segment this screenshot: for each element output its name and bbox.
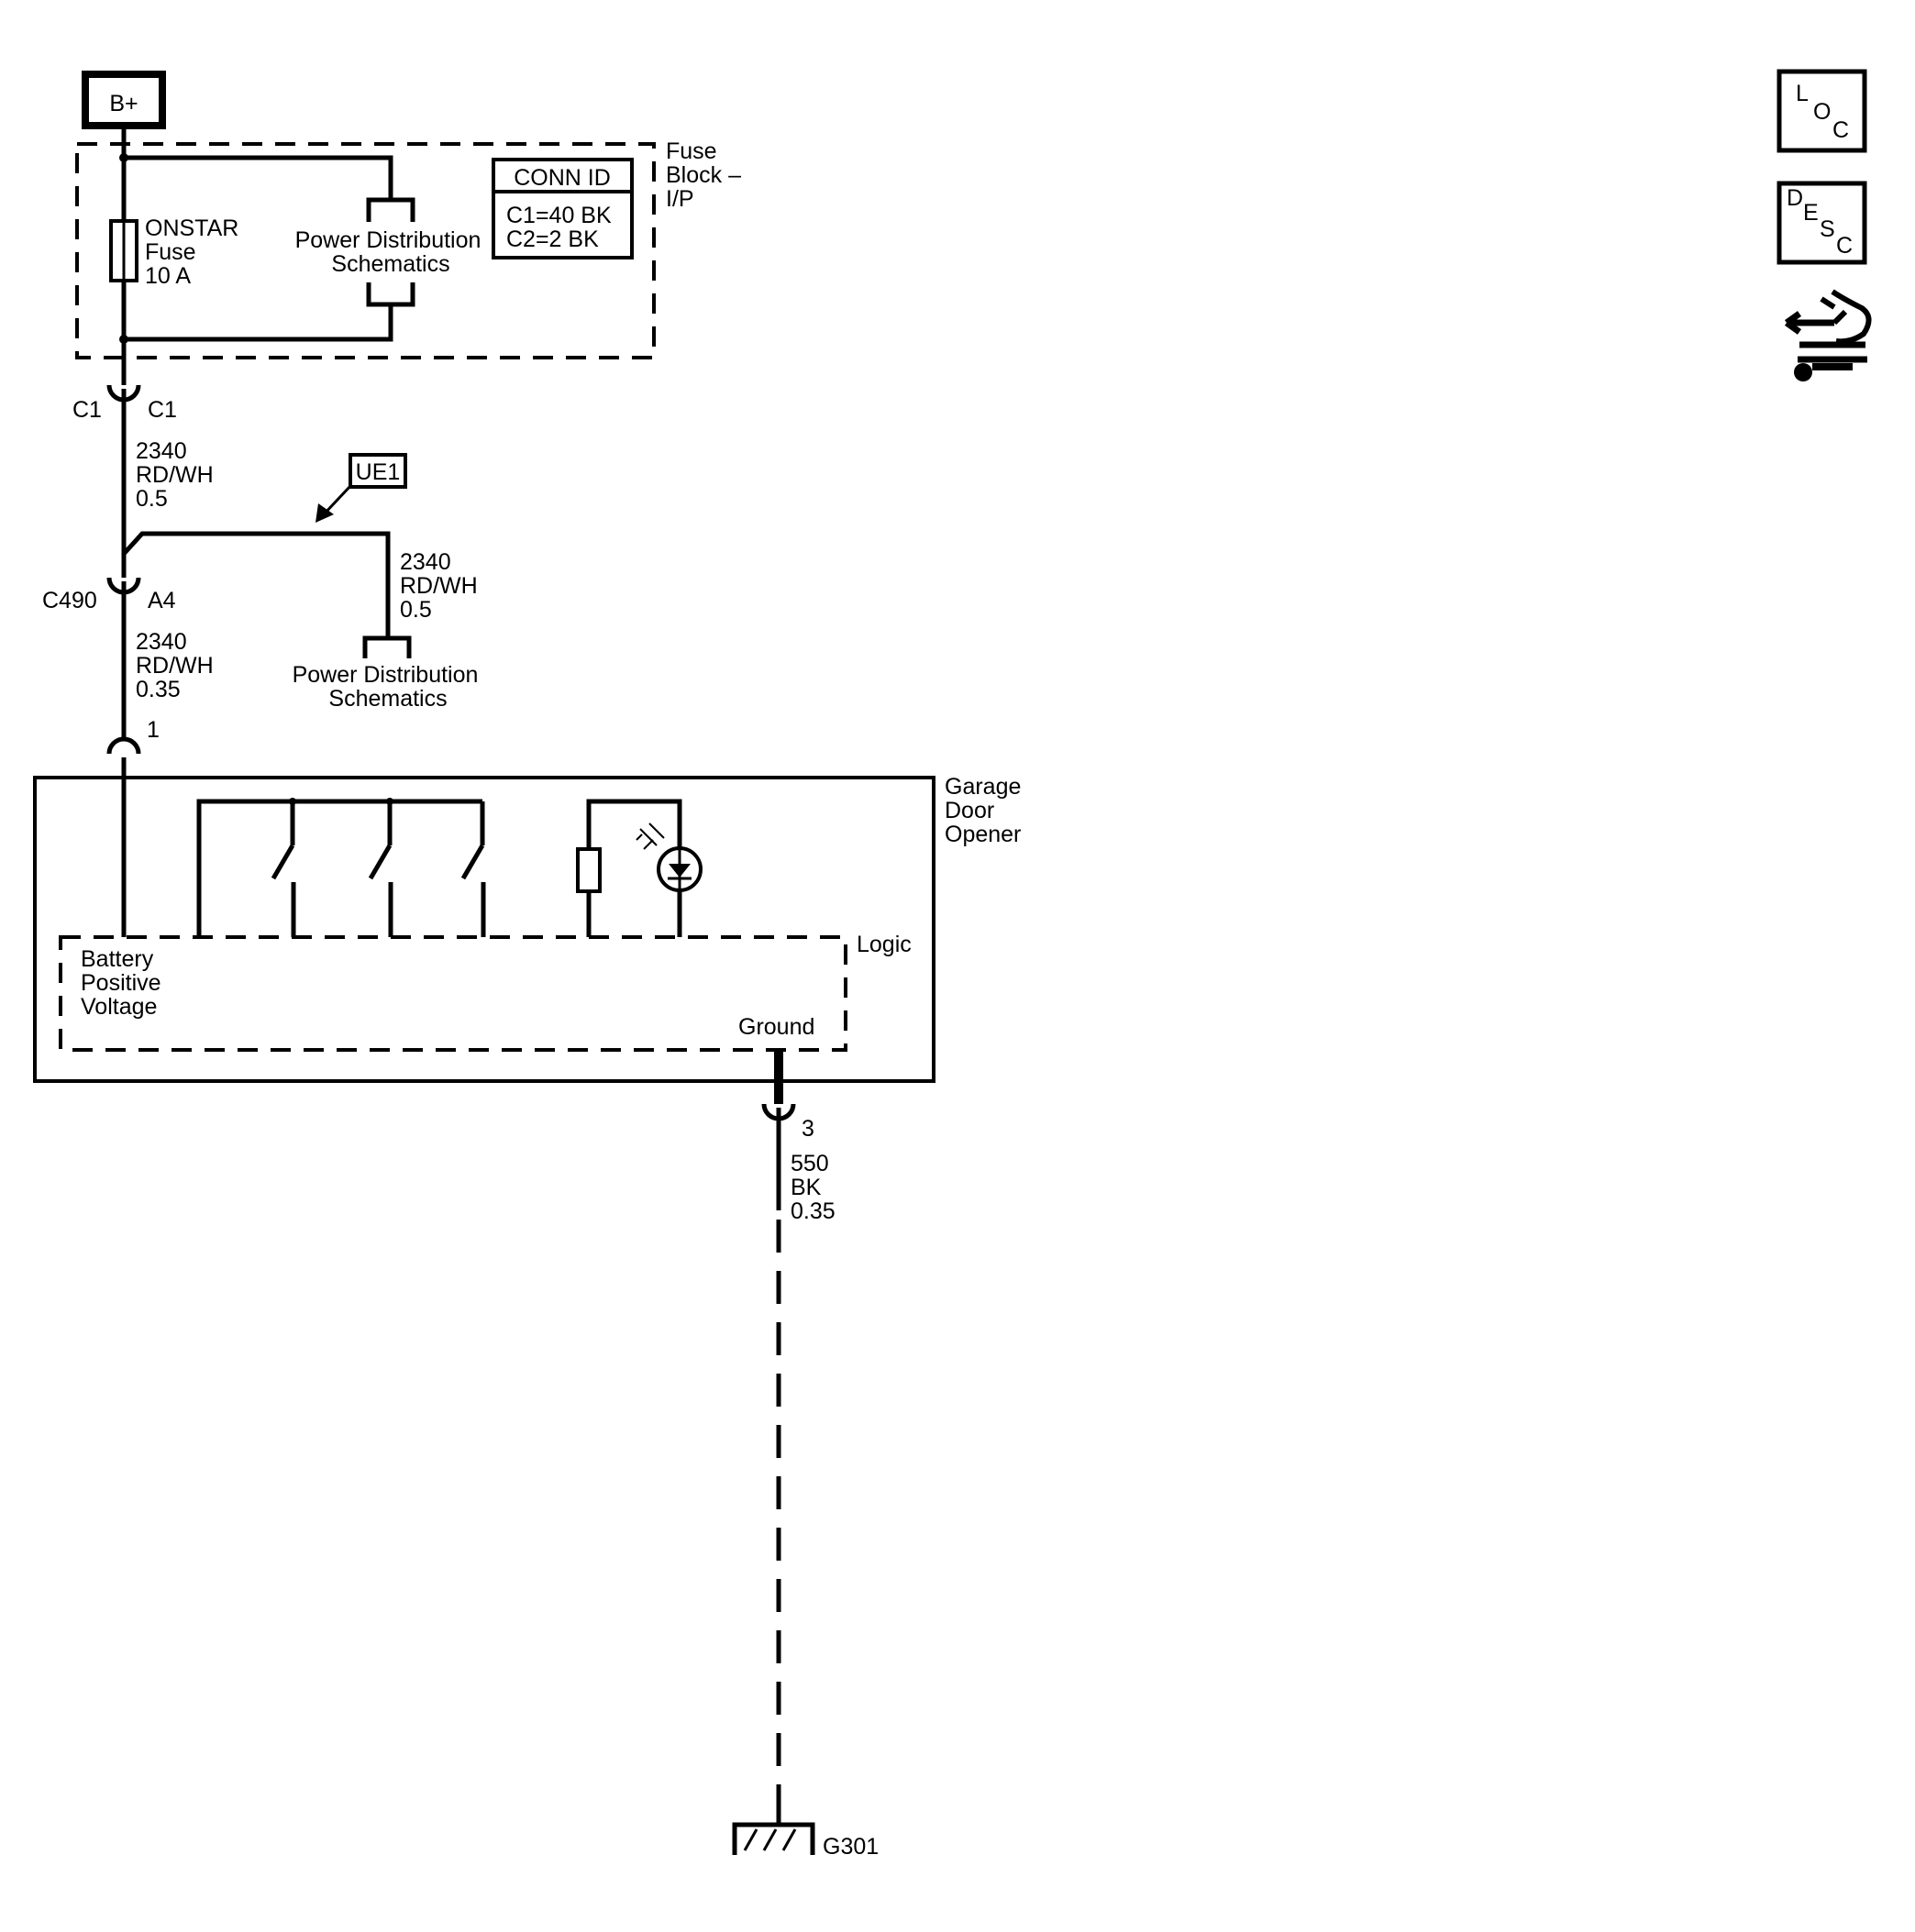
led-light-rays-icon: [636, 822, 665, 850]
conn-id-table: [492, 158, 634, 259]
fuse-block-name-2: Block –: [666, 162, 741, 188]
option-tag-label: UE1: [356, 459, 401, 485]
wire-1-color: RD/WH: [136, 462, 214, 488]
wire-2-gauge: 0.5: [400, 597, 432, 623]
desc-letter-s: S: [1820, 216, 1835, 242]
gdo-name-1: Garage: [945, 774, 1021, 800]
gdo-name-3: Opener: [945, 822, 1021, 847]
logic-block: [59, 935, 847, 1052]
loc-letter-o: O: [1813, 99, 1831, 125]
hand-wrench-icon[interactable]: [1784, 289, 1872, 381]
connector-c490-right: A4: [148, 588, 176, 613]
wire-1-gauge: 0.5: [136, 486, 168, 512]
connector-pin1-label: 1: [147, 717, 160, 743]
wire-1-circuit: 2340: [136, 438, 187, 464]
power-distribution-reference-box: [366, 197, 415, 307]
connector-pin3-label: 3: [802, 1116, 814, 1142]
onstar-fuse: [109, 219, 138, 282]
garage-door-opener-module: [33, 776, 935, 1083]
connector-c1-right: C1: [148, 397, 177, 423]
wire-4-gauge: 0.35: [791, 1198, 836, 1224]
conn-id-title: CONN ID: [514, 165, 611, 191]
wire-2-circuit: 2340: [400, 549, 451, 575]
battery-voltage-2: Positive: [81, 970, 161, 996]
fuse-label-1: ONSTAR: [145, 215, 238, 241]
ground-label: Ground: [738, 1014, 814, 1040]
battery-source: B+: [82, 71, 166, 129]
wire-4-color: BK: [791, 1175, 822, 1200]
conn-id-c2: C2=2 BK: [506, 226, 599, 252]
power-distribution-branch-2: Schematics: [328, 686, 447, 712]
option-tag-ue1: [315, 453, 407, 523]
desc-letter-d: D: [1787, 185, 1803, 211]
conn-id-c1: C1=40 BK: [506, 203, 612, 228]
connector-c1-left: C1: [72, 397, 102, 423]
gdo-name-2: Door: [945, 798, 994, 823]
power-distribution-branch-symbol: [362, 635, 412, 658]
fuse-label-3: 10 A: [145, 263, 191, 289]
wire-4-circuit: 550: [791, 1151, 829, 1176]
loc-letter-l: L: [1796, 81, 1809, 106]
fuse-label-2: Fuse: [145, 239, 196, 265]
power-distribution-ref-1: Power Distribution: [295, 227, 482, 253]
wire-2-color: RD/WH: [400, 573, 478, 599]
connector-pin1-symbol: [106, 736, 141, 755]
battery-voltage-1: Battery: [81, 946, 154, 972]
desc-letter-e: E: [1803, 200, 1819, 226]
desc-button[interactable]: D E S C: [1777, 181, 1867, 265]
power-distribution-ref-2: Schematics: [331, 251, 449, 277]
power-distribution-branch-1: Power Distribution: [293, 662, 479, 688]
ground-g301-label: G301: [823, 1834, 879, 1860]
logic-label: Logic: [857, 932, 912, 957]
button-switch-bank: [196, 798, 486, 937]
wire-3-gauge: 0.35: [136, 677, 181, 702]
wire-3-circuit: 2340: [136, 629, 187, 655]
fuse-block-name-3: I/P: [666, 186, 694, 212]
fuse-block-name-1: Fuse: [666, 138, 717, 164]
led-indicator-circuit: [576, 799, 703, 937]
loc-button[interactable]: L O C: [1777, 69, 1867, 153]
battery-voltage-3: Voltage: [81, 994, 157, 1020]
wire-3-color: RD/WH: [136, 653, 214, 679]
connector-c490-left: C490: [42, 588, 97, 613]
battery-source-label: B+: [109, 91, 138, 116]
loc-letter-c: C: [1832, 117, 1849, 143]
ground-g301-symbol: [732, 1822, 815, 1855]
desc-letter-c: C: [1836, 233, 1853, 259]
